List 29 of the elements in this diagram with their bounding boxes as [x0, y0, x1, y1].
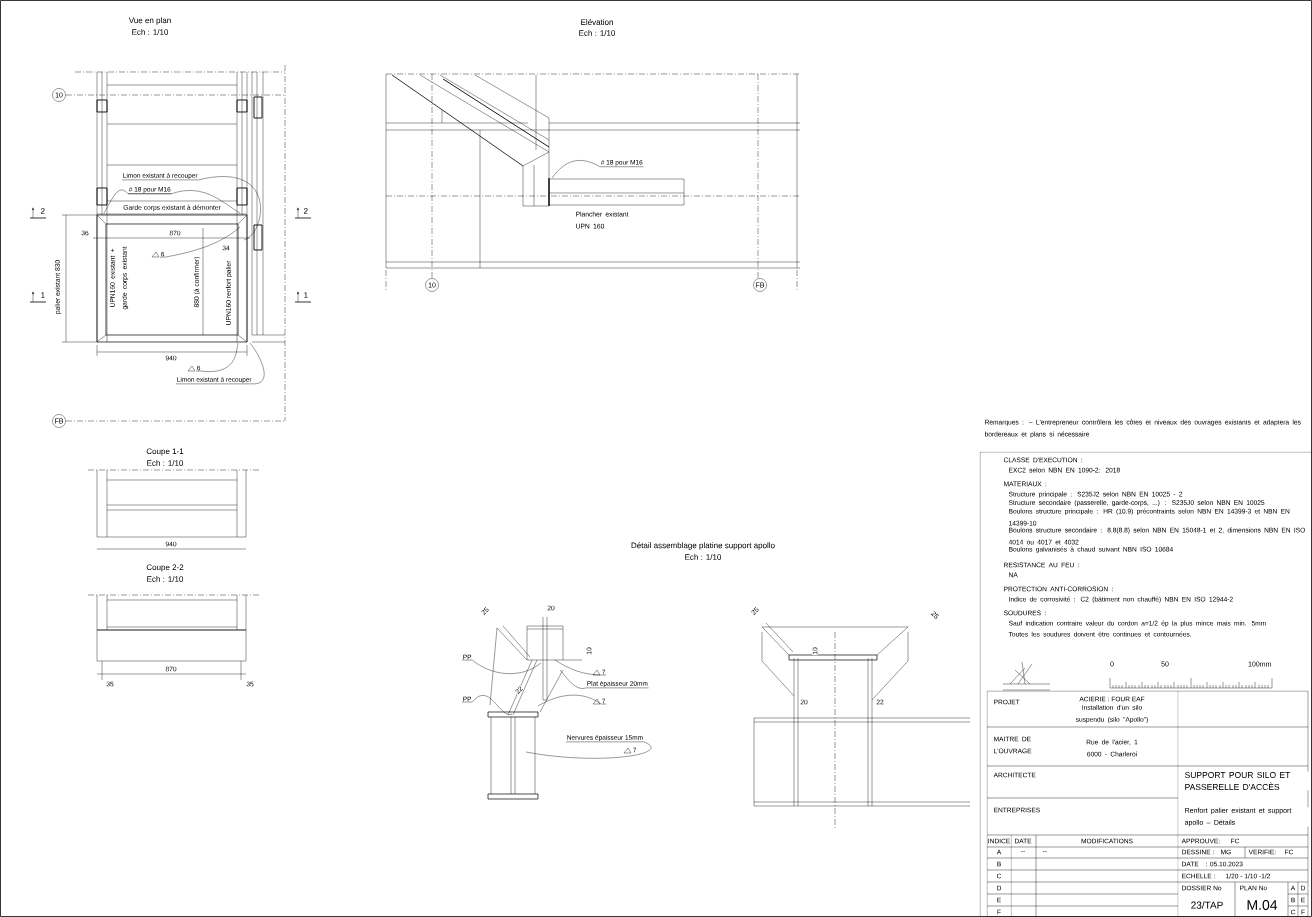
section-mark-text: 1 [40, 291, 46, 299]
view-title: Elévation [580, 18, 614, 26]
leader-line [175, 342, 265, 385]
view-title: Coupe 2-2 [145, 563, 185, 572]
leader-line [159, 226, 241, 258]
leader-line [551, 160, 644, 179]
table-cell-text: 23/TAP [1191, 901, 1223, 909]
leader-line [559, 669, 649, 689]
scale-text: Ech : 1/10 [131, 28, 169, 36]
leader-line [554, 659, 607, 676]
drawing-title: SUPPORT POUR SILO ET PASSERELLE D'ACCÈS [1184, 771, 1309, 791]
leader-line [121, 176, 261, 241]
leader-line [461, 659, 542, 674]
section-mark-text: 2 [40, 207, 46, 215]
leader-line [537, 694, 607, 707]
scale-text: Ech : 1/10 [146, 575, 184, 583]
scale-text: Ech : 1/10 [684, 553, 722, 561]
leader-line [461, 695, 513, 715]
leader-line [195, 342, 239, 372]
table-cell-text: M.04 [1247, 900, 1278, 910]
section-mark-text: 1 [303, 291, 309, 299]
view-title: Coupe 1-1 [145, 447, 185, 456]
view-title: Vue en plan [128, 16, 172, 26]
leader-line [127, 190, 241, 214]
leader-line [525, 741, 652, 759]
scale-text: Ech : 1/10 [578, 29, 616, 37]
scale-text: Ech : 1/10 [146, 459, 184, 467]
view-title: Détail assemblage platine support apollo [630, 541, 776, 551]
section-mark-text: 2 [303, 207, 309, 215]
